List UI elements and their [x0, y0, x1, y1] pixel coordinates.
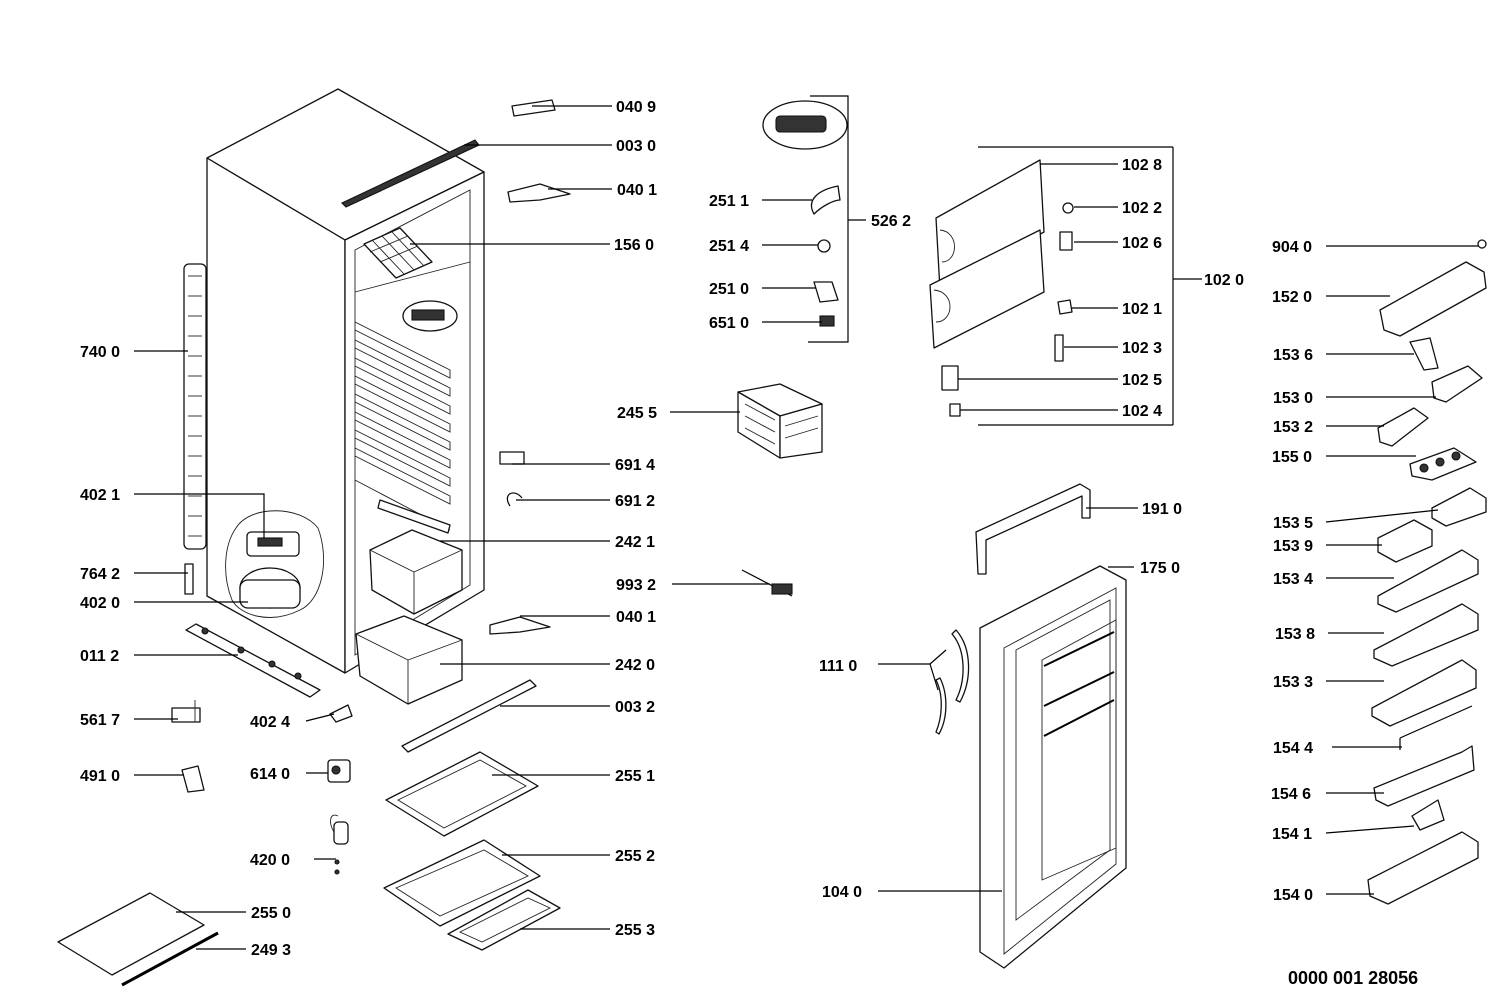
- middle-parts: [355, 99, 848, 951]
- label-040-1-lower: 040 1: [616, 609, 656, 626]
- label-251-4: 251 4: [709, 238, 749, 255]
- label-691-4: 691 4: [615, 457, 655, 474]
- glass-sheet: [57, 892, 219, 987]
- label-102-2: 102 2: [1122, 200, 1162, 217]
- label-175-0: 175 0: [1140, 560, 1180, 577]
- label-102-5: 102 5: [1122, 372, 1162, 389]
- label-154-4: 154 4: [1273, 740, 1313, 757]
- door: [935, 483, 1127, 969]
- label-102-6: 102 6: [1122, 235, 1162, 252]
- label-249-3: 249 3: [251, 942, 291, 959]
- label-040-1-top: 040 1: [617, 182, 657, 199]
- label-153-6: 153 6: [1273, 347, 1313, 364]
- label-040-9: 040 9: [616, 99, 656, 116]
- label-153-0: 153 0: [1273, 390, 1313, 407]
- label-255-0: 255 0: [251, 905, 291, 922]
- label-740-0: 740 0: [80, 344, 120, 361]
- label-691-2: 691 2: [615, 493, 655, 510]
- compressor-assembly: [184, 510, 325, 618]
- label-402-1: 402 1: [80, 487, 120, 504]
- label-651-0: 651 0: [709, 315, 749, 332]
- label-153-9: 153 9: [1273, 538, 1313, 555]
- base-rail: [185, 623, 321, 698]
- label-402-4: 402 4: [250, 714, 290, 731]
- condenser: [183, 263, 207, 550]
- label-154-6: 154 6: [1271, 786, 1311, 803]
- label-251-1: 251 1: [709, 193, 749, 210]
- label-153-8: 153 8: [1275, 626, 1315, 643]
- label-255-2: 255 2: [615, 848, 655, 865]
- label-003-0: 003 0: [616, 138, 656, 155]
- label-154-1: 154 1: [1272, 826, 1312, 843]
- label-255-3: 255 3: [615, 922, 655, 939]
- label-102-8: 102 8: [1122, 157, 1162, 174]
- label-102-0: 102 0: [1204, 272, 1244, 289]
- label-420-0: 420 0: [250, 852, 290, 869]
- label-561-7: 561 7: [80, 712, 120, 729]
- label-526-2: 526 2: [871, 213, 911, 230]
- label-102-4: 102 4: [1122, 403, 1162, 420]
- label-003-2: 003 2: [615, 699, 655, 716]
- label-255-1: 255 1: [615, 768, 655, 785]
- label-152-0: 152 0: [1272, 289, 1312, 306]
- label-251-0: 251 0: [709, 281, 749, 298]
- label-491-0: 491 0: [80, 768, 120, 785]
- label-011-2: 011 2: [80, 648, 119, 665]
- label-153-5: 153 5: [1273, 515, 1313, 532]
- label-993-2: 993 2: [616, 577, 656, 594]
- label-402-0: 402 0: [80, 595, 120, 612]
- label-153-2: 153 2: [1273, 419, 1313, 436]
- small-parts-left: [171, 700, 353, 875]
- label-111-0: 111 0: [819, 658, 857, 675]
- leader-lines: [134, 95, 1478, 950]
- label-764-2: 764 2: [80, 566, 120, 583]
- label-156-0: 156 0: [614, 237, 654, 254]
- label-153-3: 153 3: [1273, 674, 1313, 691]
- label-154-0: 154 0: [1273, 887, 1313, 904]
- label-904-0: 904 0: [1272, 239, 1312, 256]
- label-245-5: 245 5: [617, 405, 657, 422]
- door-shelves: [1367, 239, 1487, 905]
- document-number: 0000 001 28056: [1288, 968, 1418, 988]
- part-labels: 040 9 003 0 040 1 156 0 740 0 402 1 764 …: [80, 99, 1418, 988]
- label-242-1: 242 1: [615, 534, 655, 551]
- label-102-1: 102 1: [1122, 301, 1162, 318]
- label-104-0: 104 0: [822, 884, 862, 901]
- label-155-0: 155 0: [1272, 449, 1312, 466]
- label-614-0: 614 0: [250, 766, 290, 783]
- label-153-4: 153 4: [1273, 571, 1313, 588]
- label-242-0: 242 0: [615, 657, 655, 674]
- label-102-3: 102 3: [1122, 340, 1162, 357]
- label-191-0: 191 0: [1142, 501, 1182, 518]
- freezer-flaps: [929, 146, 1173, 426]
